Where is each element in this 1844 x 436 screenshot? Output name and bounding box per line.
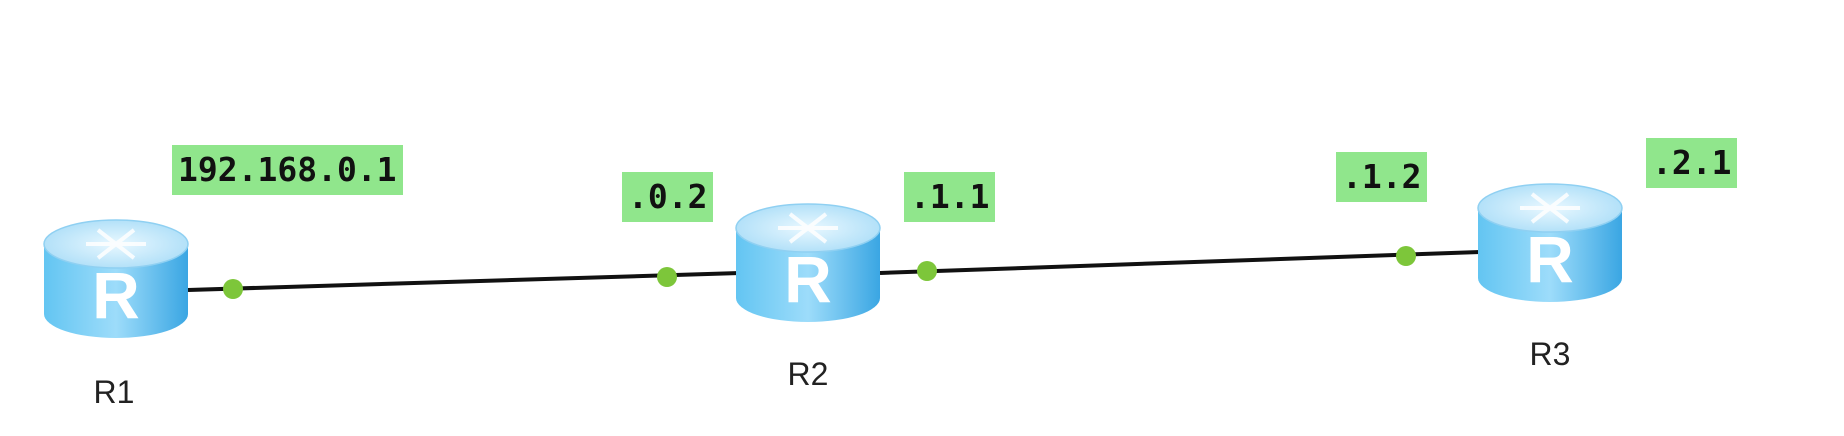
port-r2-r3	[917, 261, 937, 281]
ip-label-r2-r1: .0.2	[622, 172, 714, 222]
ip-label-r2-r3: .1.1	[904, 172, 996, 222]
router-icon	[1476, 182, 1624, 304]
ip-label-r1-r2: 192.168.0.1	[172, 145, 403, 195]
ip-label-r3-r2: .1.2	[1336, 152, 1428, 202]
router-r3[interactable]	[1476, 182, 1624, 304]
port-r2-r1	[657, 267, 677, 287]
router-label-r3: R3	[1529, 336, 1571, 372]
port-r3-r2	[1396, 246, 1416, 266]
link-r1-r2[interactable]	[187, 271, 741, 292]
router-icon	[42, 218, 190, 340]
port-r1-r2	[223, 279, 243, 299]
link-r2-r3[interactable]	[879, 250, 1481, 275]
router-label-r2: R2	[787, 356, 829, 392]
router-r2[interactable]	[734, 202, 882, 324]
router-r1[interactable]	[42, 218, 190, 340]
router-label-r1: R1	[93, 374, 135, 410]
ip-label-r3-extra: .2.1	[1646, 138, 1738, 188]
router-icon	[734, 202, 882, 324]
